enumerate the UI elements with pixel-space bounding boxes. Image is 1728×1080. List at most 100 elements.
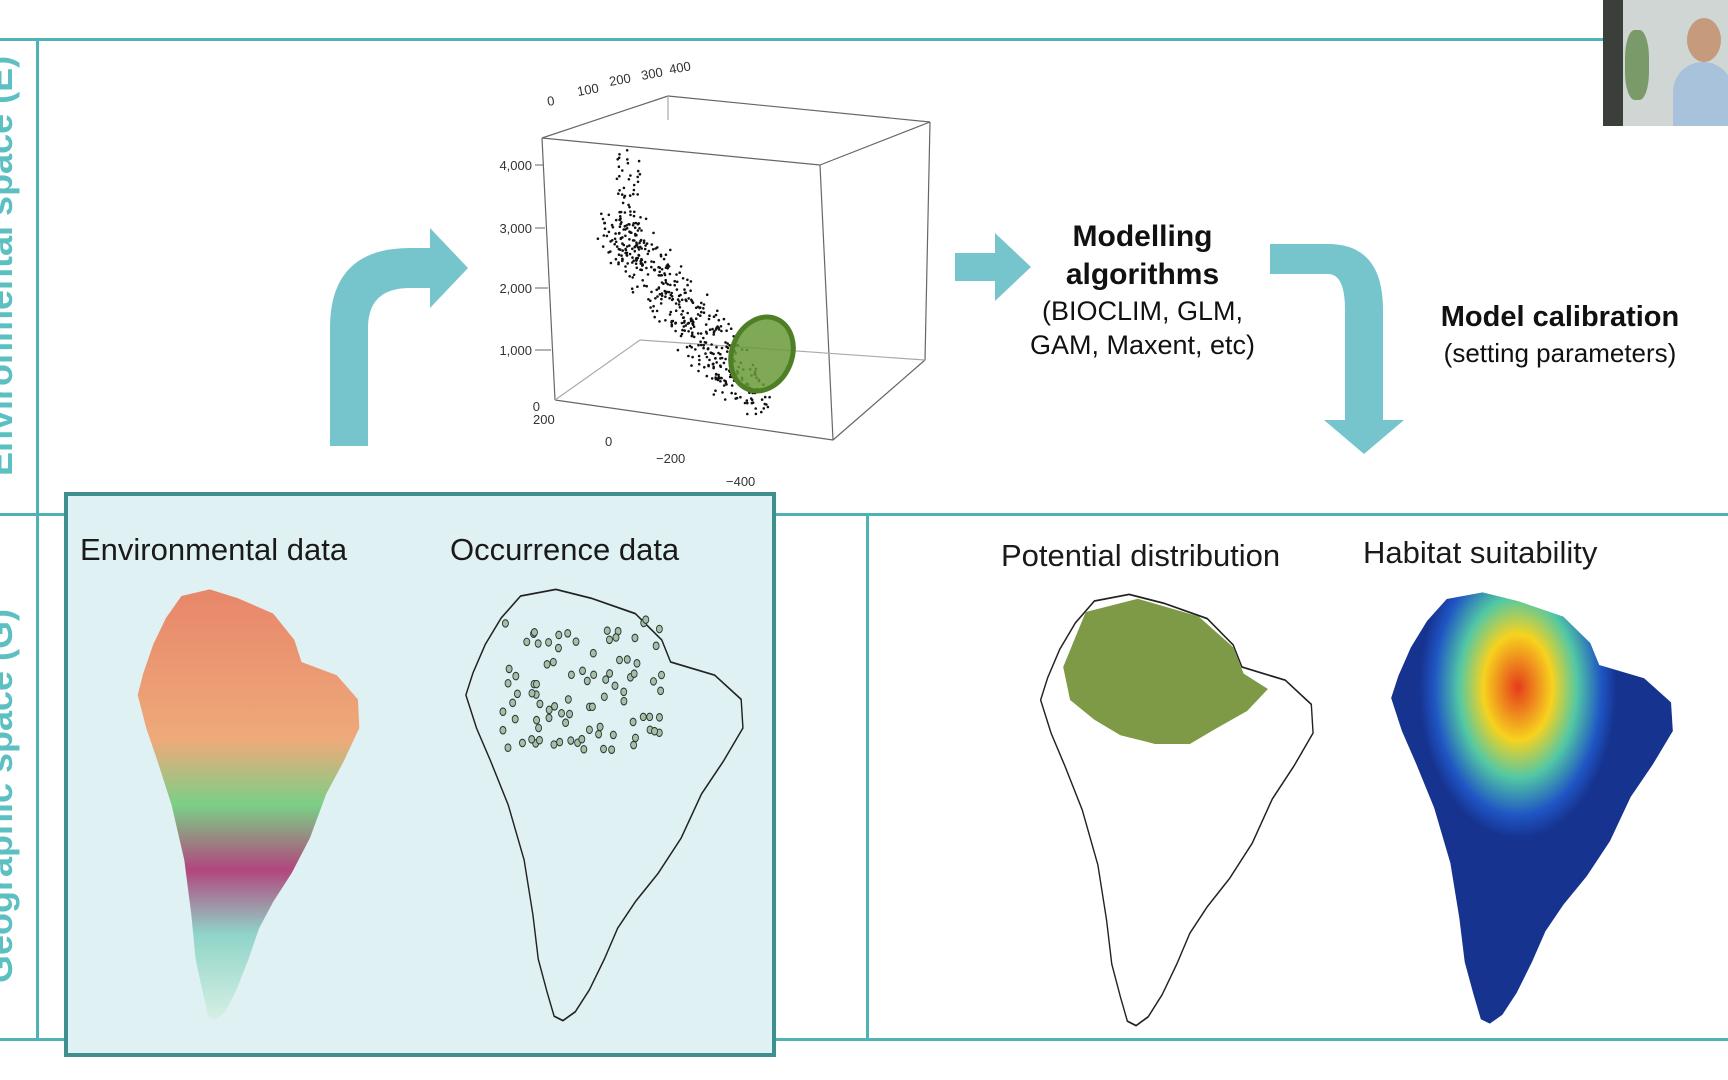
scatter-point	[643, 260, 647, 264]
scatter-point	[720, 346, 724, 350]
scatter-point	[635, 241, 638, 244]
scatter-point	[743, 401, 747, 405]
occurrence-point	[633, 659, 641, 668]
scatter-point	[640, 257, 643, 261]
scatter-point	[700, 301, 703, 305]
scatter-point	[726, 346, 730, 350]
scatter-point	[680, 321, 684, 325]
scatter-point	[691, 319, 694, 322]
scatter-point	[605, 234, 609, 238]
scatter-point	[762, 407, 766, 410]
scatter-point	[768, 395, 771, 399]
scatter-point	[696, 305, 700, 309]
scatter-point	[706, 347, 710, 350]
scatter-point	[674, 302, 678, 305]
top-axis-tick-label: 100	[576, 80, 600, 99]
occurrence-point	[606, 669, 614, 678]
scatter-point	[689, 289, 692, 292]
scatter-point	[666, 267, 669, 270]
scatter-point	[722, 384, 726, 387]
scatter-point	[723, 398, 727, 401]
scatter-point	[681, 328, 684, 332]
z-tick-label: 0	[533, 399, 540, 414]
scatter-point	[621, 259, 624, 263]
scatter-point	[664, 319, 667, 322]
scatter-point	[617, 192, 620, 195]
scatter-point	[662, 282, 665, 285]
scatter-point	[621, 169, 624, 172]
scatter-point	[717, 373, 720, 377]
presenter-head	[1687, 18, 1721, 62]
scatter-point	[715, 345, 718, 349]
occurrence-point	[650, 677, 657, 686]
scatter-point	[631, 290, 635, 294]
scatter-point	[654, 297, 657, 300]
scatter-point	[627, 178, 631, 181]
scatter-point	[684, 324, 688, 327]
scatter-point	[704, 352, 707, 355]
occurrence-point	[533, 679, 540, 689]
webcam-plant	[1625, 30, 1649, 100]
scatter-point	[683, 288, 686, 291]
scatter-point	[628, 244, 631, 247]
occurrence-point	[639, 712, 647, 722]
scatter-point	[687, 354, 690, 358]
scatter-point	[691, 323, 695, 327]
scatter-point	[730, 384, 734, 387]
scatter-point	[690, 346, 693, 349]
scatter-point	[600, 212, 603, 216]
scatter-point	[623, 225, 627, 228]
scatter-point	[640, 229, 643, 232]
scatter-point	[729, 327, 733, 331]
scatter-point	[628, 205, 631, 209]
scatter-point	[618, 174, 621, 178]
scatter-point	[637, 254, 641, 257]
scatter-point	[708, 358, 711, 362]
scatter-point	[647, 249, 651, 253]
scatter-point	[625, 253, 629, 257]
scatter-point	[679, 334, 683, 338]
occurrence-point	[658, 670, 665, 680]
scatter-point	[659, 253, 663, 257]
bottom-axis-tick-label: −400	[726, 474, 755, 489]
scatter-point	[662, 257, 666, 261]
habitat-suitability-title: Habitat suitability	[1363, 535, 1598, 570]
distribution-area	[1063, 598, 1268, 744]
occurrence-point	[567, 670, 575, 680]
scatter-point	[705, 332, 709, 335]
scatter-point	[708, 314, 711, 317]
occurrence-point	[504, 743, 512, 752]
z-tick-label: 3,000	[499, 221, 532, 236]
occurrence-point	[656, 713, 663, 722]
left-divider	[36, 38, 39, 1041]
scatter-point	[681, 309, 685, 313]
scatter-point	[658, 320, 661, 323]
scatter-point	[621, 257, 624, 261]
calibration-subtitle: (setting parameters)	[1443, 338, 1677, 368]
occurrence-point	[611, 681, 619, 691]
scatter-point	[730, 391, 733, 395]
scatter-point	[682, 316, 686, 319]
scatter-point	[628, 252, 632, 256]
environmental-data-map	[137, 589, 360, 1021]
occurrence-point	[518, 738, 526, 748]
scatter-point	[629, 210, 632, 213]
occurrence-point	[509, 698, 517, 708]
scatter-point	[614, 232, 617, 235]
scatter-point	[675, 280, 679, 284]
scatter-point	[617, 262, 620, 266]
z-tick-label: 1,000	[499, 343, 532, 358]
scatter-point	[719, 376, 722, 380]
occurrence-point	[535, 723, 543, 733]
occurrence-point	[603, 626, 611, 635]
scatter-point	[673, 283, 676, 287]
scatter-point	[634, 234, 638, 237]
calibration-title: Model calibration	[1440, 301, 1680, 333]
occurrence-point	[545, 705, 553, 715]
occurrence-point	[501, 619, 509, 628]
scatter-point	[617, 232, 621, 235]
scatter-point	[636, 285, 639, 288]
scatter-point	[714, 328, 718, 331]
scatter-point	[735, 396, 739, 400]
scatter-point	[602, 234, 606, 237]
